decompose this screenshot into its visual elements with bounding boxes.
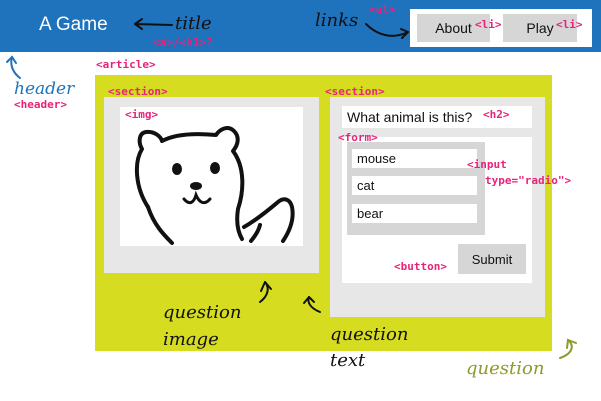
annotation-question-image-line1: question [163, 302, 242, 323]
tag-li-about: <li> [475, 18, 502, 31]
tag-ul: <ul> [369, 3, 396, 16]
tag-li-play: <li> [556, 18, 583, 31]
tag-input-type: type="radio"> [485, 174, 572, 187]
tag-h1: <a>/<h1>? [153, 36, 213, 49]
nav-link-about[interactable]: About [417, 14, 490, 42]
tag-text-section: <section> [325, 85, 385, 98]
site-title[interactable]: A Game [39, 14, 108, 35]
annotation-title: title [175, 13, 212, 34]
nav-link-play[interactable]: Play [503, 14, 577, 42]
annotation-header: header [14, 79, 75, 99]
tag-button: <button> [394, 260, 447, 273]
tag-img: <img> [125, 108, 159, 121]
tag-article: <article> [96, 58, 156, 71]
tag-input: <input [467, 158, 507, 171]
annotation-question-text-line1: question [330, 324, 409, 345]
annotation-links: links [315, 10, 359, 31]
question-heading: What animal is this? [342, 106, 532, 128]
tag-header: <header> [14, 98, 67, 111]
annotation-question-image-line2: image [163, 329, 219, 350]
option-cat[interactable]: cat [352, 176, 477, 195]
option-mouse[interactable]: mouse [352, 149, 477, 168]
cat-drawing-icon [134, 126, 295, 245]
tag-image-section: <section> [108, 85, 168, 98]
nav-links: About Play [410, 9, 592, 47]
option-bear[interactable]: bear [352, 204, 477, 223]
submit-button[interactable]: Submit [458, 244, 526, 274]
tag-form: <form> [338, 131, 378, 144]
annotation-question: question [466, 358, 545, 379]
question-image [120, 107, 303, 246]
tag-h2: <h2> [483, 108, 510, 121]
annotation-question-text-line2: text [330, 350, 366, 371]
